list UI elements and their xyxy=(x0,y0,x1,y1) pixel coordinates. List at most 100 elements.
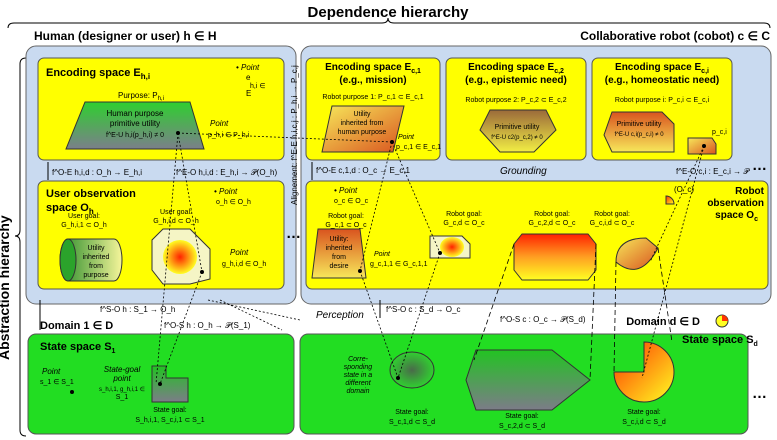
svg-text:Utility:: Utility: xyxy=(329,236,348,243)
svg-text:o_c ∈ O_c: o_c ∈ O_c xyxy=(334,198,369,205)
cobot-goal1-trapezoid xyxy=(311,228,367,279)
svg-text:Encoding space Ec,i: Encoding space Ec,i xyxy=(615,62,709,75)
human-obs-point2-l1: Point xyxy=(230,248,249,257)
svg-text:space Oh: space Oh xyxy=(46,202,94,216)
perception-label: Perception xyxy=(316,310,364,321)
top-brace xyxy=(7,17,771,29)
svg-text:Corre-: Corre- xyxy=(348,356,369,363)
grounding-label: Grounding xyxy=(500,166,547,177)
svg-text:• Point: • Point xyxy=(334,186,358,195)
svg-text:desire: desire xyxy=(329,263,348,270)
svg-text:(e.g., homeostatic need): (e.g., homeostatic need) xyxy=(605,75,719,86)
svg-text:Robot goal:: Robot goal: xyxy=(328,213,364,220)
svg-text:State space S1: State space S1 xyxy=(40,341,116,355)
state1-goal-shape xyxy=(151,365,189,403)
svg-text:Robot goal:: Robot goal: xyxy=(534,211,570,218)
perc-map1-c: f^S-O c : S_d → O_c xyxy=(386,305,460,314)
cyl-l2: inherited xyxy=(83,254,110,261)
svg-text:human purpose: human purpose xyxy=(338,129,387,136)
svg-text:s_1 ∈ S_1: s_1 ∈ S_1 xyxy=(40,379,74,386)
svg-text:S_c,1,d ⊂ S_d: S_c,1,d ⊂ S_d xyxy=(389,419,435,426)
human-purpose-trapezoid xyxy=(65,101,205,150)
user-goal1-l1: User goal: xyxy=(68,213,100,220)
svg-text:S_c,2,d ⊂ S_d: S_c,2,d ⊂ S_d xyxy=(499,423,545,430)
svg-text:observation: observation xyxy=(707,198,764,209)
user-goal2-utility xyxy=(163,240,197,274)
svg-text:f^E-U c2(p_c,2) ≠ 0: f^E-U c2(p_c,2) ≠ 0 xyxy=(491,135,543,141)
human-obs-point2-l2: g_h,i,d ∈ O_h xyxy=(222,261,266,268)
svg-text:p_c,1 ∈ E_c,1: p_c,1 ∈ E_c,1 xyxy=(396,144,441,151)
svg-text:S_h,i,1, S_c,i,1 ⊂ S_1: S_h,i,1, S_c,i,1 ⊂ S_1 xyxy=(135,417,204,424)
human-purpose-label: Purpose: P xyxy=(118,91,158,100)
svg-text:Robot goal:: Robot goal: xyxy=(594,211,630,218)
human-trap-l2: primitive utility xyxy=(110,119,160,128)
cobot-enc3-shape xyxy=(603,111,675,153)
svg-text:space Oc: space Oc xyxy=(715,210,758,223)
svg-text:domain: domain xyxy=(347,388,370,395)
svg-text:from: from xyxy=(332,254,346,261)
human-enc-point: • Point xyxy=(236,63,260,72)
svg-text:S_c,i,d ⊂ S_d: S_c,i,d ⊂ S_d xyxy=(622,419,666,426)
svg-text:sponding: sponding xyxy=(344,364,373,371)
abstraction-title: Abstraction hierarchy xyxy=(0,215,12,360)
ellipsis-cobot: … xyxy=(752,157,767,174)
domain1-label: Domain 1 ∈ D xyxy=(40,320,113,332)
svg-text:Robot purpose i: P_c,i ⊂ E_c,i: Robot purpose i: P_c,i ⊂ E_c,i xyxy=(615,97,710,104)
cobot-enc1-purpose: Robot purpose 1: P_c,1 ⊂ E_c,1 xyxy=(322,94,423,101)
svg-text:Primitive utility: Primitive utility xyxy=(617,121,662,128)
perc-map1-h: f^S-O h : S_1 → O_h xyxy=(100,305,175,314)
human-point2-l2: p_h,i ∈ P_h,i xyxy=(208,132,250,139)
domaind-label: Domain d ∈ D xyxy=(626,316,700,328)
svg-text:Point: Point xyxy=(398,134,415,141)
human-map1: f^O-E h,i,d : O_h → E_h,i xyxy=(52,168,142,177)
svg-text:Point: Point xyxy=(374,251,391,258)
svg-text:G_c,d ⊂ O_c: G_c,d ⊂ O_c xyxy=(443,220,485,227)
svg-text:State goal:: State goal: xyxy=(395,409,429,416)
svg-text:State-goal: State-goal xyxy=(104,365,141,374)
svg-text:Point: Point xyxy=(42,367,61,376)
dependence-title: Dependence hierarchy xyxy=(308,4,470,21)
ellipsis-state: … xyxy=(752,385,767,402)
ellipsis-human: … xyxy=(286,225,301,242)
svg-text:Robot goal:: Robot goal: xyxy=(446,211,482,218)
human-obs-title: User observation xyxy=(46,188,136,200)
svg-text:(O_c): (O_c) xyxy=(674,185,694,194)
cobot-goal3-shape xyxy=(513,233,597,281)
svg-text:different: different xyxy=(345,380,371,387)
svg-text:Encoding space Eh,i: Encoding space Eh,i xyxy=(46,67,150,81)
svg-text:inherited: inherited xyxy=(326,245,353,252)
stated-goal2-shape xyxy=(465,349,591,411)
svg-text:Primitive utility: Primitive utility xyxy=(495,124,540,131)
svg-text:State goal:: State goal: xyxy=(153,407,187,414)
stated-goal3-shape xyxy=(613,341,675,403)
cyl-l1: Utility xyxy=(87,245,105,252)
user-goal2-l2: G_h,i,d ⊂ O_h xyxy=(153,218,199,225)
human-map2: f^E-O h,i,d : E_h,i → 𝒫(O_h) xyxy=(176,168,277,177)
user-goal2-l1: User goal: xyxy=(160,209,192,216)
cyl-l3: from xyxy=(89,263,103,270)
svg-text:State goal:: State goal: xyxy=(627,409,661,416)
svg-text:p_c,i: p_c,i xyxy=(712,129,727,136)
human-point2-l1: Point xyxy=(210,119,229,128)
human-enc-title: Encoding space E xyxy=(46,67,141,79)
svg-text:G_c,2,d ⊂ O_c: G_c,2,d ⊂ O_c xyxy=(528,220,576,227)
alignment-label: Alignement: f^E-E h,i,c,j : P_h,i → P_c,… xyxy=(290,65,299,205)
svg-text:State goal:: State goal: xyxy=(505,413,539,420)
svg-text:state in a: state in a xyxy=(344,372,373,379)
svg-text:S_1: S_1 xyxy=(116,394,129,401)
svg-text:State space Sd: State space Sd xyxy=(682,334,758,348)
human-obs-point: • Point xyxy=(214,187,238,196)
connectors xyxy=(155,132,705,385)
perc-map2-h: f^O-S h : O_h → 𝒫(S_1) xyxy=(164,321,251,330)
svg-text:Encoding space Ec,2: Encoding space Ec,2 xyxy=(468,62,564,75)
svg-text:inherited from: inherited from xyxy=(341,120,384,127)
side-brace xyxy=(14,57,27,437)
svg-text:Utility: Utility xyxy=(353,111,371,118)
svg-text:Encoding space Ec,1: Encoding space Ec,1 xyxy=(325,62,421,75)
cyl-l4: purpose xyxy=(83,272,108,279)
svg-text:G_c,i,d ⊂ O_c: G_c,i,d ⊂ O_c xyxy=(590,220,635,227)
human-enc-sub: h,i xyxy=(141,72,150,81)
svg-text:f^E-U c,i(p_c,i) ≠ 0: f^E-U c,i(p_c,i) ≠ 0 xyxy=(614,132,664,138)
user-goal1-l2: G_h,i,1 ⊂ O_h xyxy=(61,222,107,229)
